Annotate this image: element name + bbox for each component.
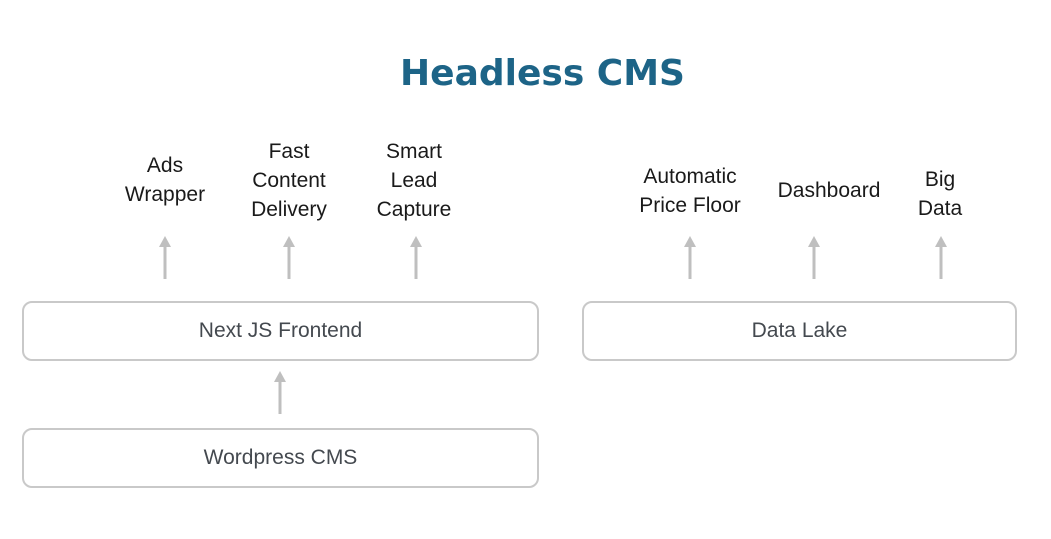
output-label-smart-lead-capture: Smart Lead Capture xyxy=(376,140,452,221)
arrow-to-automatic-price-floor xyxy=(684,236,696,279)
arrow-to-big-data xyxy=(935,236,947,279)
wordpress-cms-label: Wordpress CMS xyxy=(203,446,358,469)
wordpress-cms-box: Wordpress CMS xyxy=(22,428,539,488)
arrow-to-fast-content-delivery xyxy=(283,236,295,279)
data-lake-box: Data Lake xyxy=(582,301,1017,361)
arrow-to-ads-wrapper xyxy=(159,236,171,279)
data-lake-label: Data Lake xyxy=(751,319,848,342)
next-js-frontend-label: Next JS Frontend xyxy=(198,319,363,342)
output-label-dashboard: Dashboard xyxy=(777,179,881,202)
next-js-frontend-box: Next JS Frontend xyxy=(22,301,539,361)
arrow-to-dashboard xyxy=(808,236,820,279)
output-label-big-data: Big Data xyxy=(917,168,963,220)
diagram-title: Headless CMS xyxy=(400,53,685,94)
output-label-ads-wrapper: Ads Wrapper xyxy=(124,154,206,206)
output-label-fast-content-delivery: Fast Content Delivery xyxy=(251,140,327,221)
output-label-automatic-price-floor: Automatic Price Floor xyxy=(639,165,741,217)
arrow-to-smart-lead-capture xyxy=(410,236,422,279)
arrow-wordpress-to-frontend xyxy=(274,371,286,414)
